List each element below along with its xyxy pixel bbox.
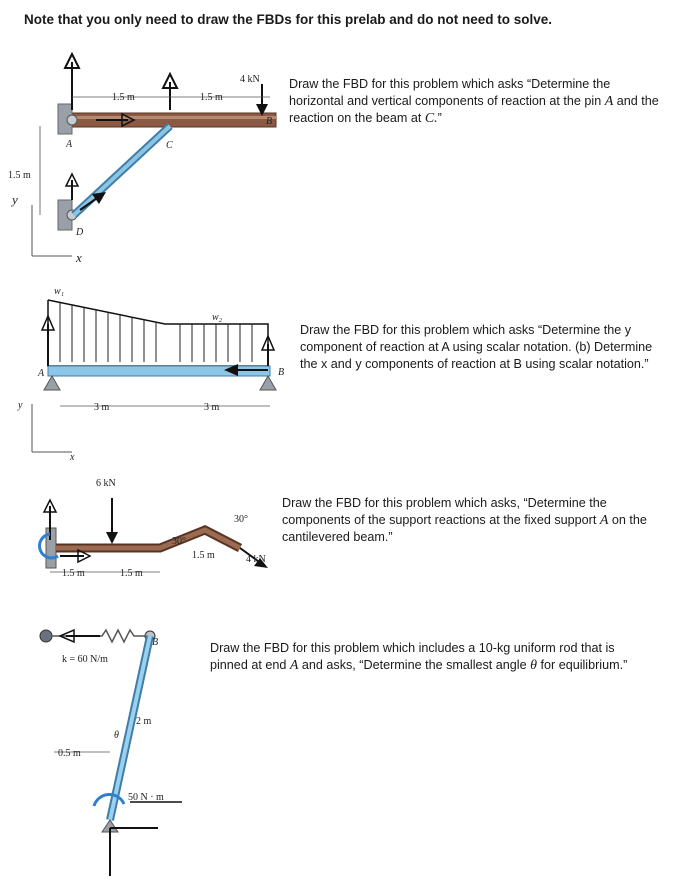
svg-text:1.5 m: 1.5 m [192,550,215,561]
prompt-problem-4: Draw the FBD for this problem which incl… [210,641,628,673]
load-4kn: 4 kN [240,74,260,85]
moment-arrow-4 [92,793,126,807]
svg-text:θ: θ [114,730,119,741]
svg-text:1.5 m: 1.5 m [120,568,143,579]
dim-vertical: 1.5 m [8,170,31,181]
prompt-problem-1: Draw the FBD for this problem which asks… [289,77,659,126]
svg-text:A: A [65,139,73,150]
prompt-problem-3: Draw the FBD for this problem which asks… [282,496,647,544]
svg-text:50 N · m: 50 N · m [128,792,164,803]
svg-text:B: B [266,116,272,127]
svg-text:x: x [75,250,82,265]
svg-text:30°: 30° [234,514,248,525]
support-a-2 [43,374,61,391]
svg-text:k = 60 N/m: k = 60 N/m [62,654,108,665]
wall-anchor [39,629,53,643]
spring [52,628,150,644]
svg-text:B: B [278,367,284,378]
svg-text:y: y [17,400,23,411]
svg-text:4 kN: 4 kN [246,554,266,565]
dim-2a: 3 m [94,402,110,413]
svg-text:C: C [166,140,173,151]
svg-text:w₁: w₁ [54,286,64,297]
beam-2 [47,365,271,377]
prompt-problem-2: Draw the FBD for this problem which asks… [300,323,653,371]
svg-text:1.5 m: 1.5 m [62,568,85,579]
svg-text:6 kN: 6 kN [96,478,116,489]
support-b-2 [259,374,277,391]
svg-text:D: D [75,227,84,238]
moment-arrow-3 [38,532,59,560]
svg-text:0.5 m: 0.5 m [58,748,81,759]
svg-text:y: y [10,192,18,207]
svg-text:A: A [37,368,45,379]
svg-text:2 m: 2 m [136,716,152,727]
dim-1a: 1.5 m [112,92,135,103]
svg-text:x: x [69,452,75,463]
page-heading: Note that you only need to draw the FBDs… [24,12,553,27]
dim-1b: 1.5 m [200,92,223,103]
dim-2b: 3 m [204,402,220,413]
svg-text:w₂: w₂ [212,312,223,323]
svg-text:30°: 30° [172,536,186,547]
svg-text:B: B [152,637,158,648]
